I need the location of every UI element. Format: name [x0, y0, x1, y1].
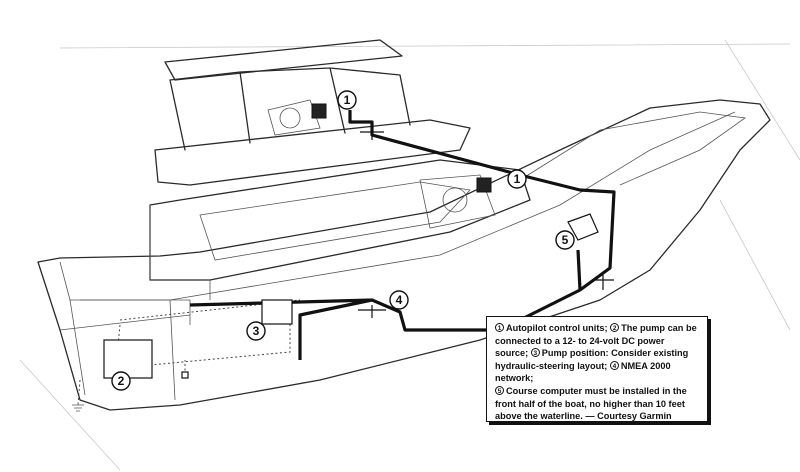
callout-2: 2 [111, 371, 131, 391]
hull-deck [69, 299, 176, 401]
junction-block [181, 371, 189, 379]
caption-num-3: 3 [530, 348, 540, 358]
caption-num-5: 5 [495, 385, 504, 395]
lower-control-unit [476, 177, 492, 193]
course-computer [567, 213, 599, 241]
caption-text-2: The pump can be connected to a 12- to 24… [495, 323, 697, 359]
helm-station-lower [419, 174, 496, 229]
callout-1-upper-number: 1 [344, 93, 351, 107]
callout-2-number: 2 [118, 374, 125, 388]
hull-outline [37, 99, 771, 411]
callout-1-upper: 1 [337, 90, 357, 110]
caption-num-1: 1 [495, 323, 504, 332]
upper-control-unit [311, 103, 327, 119]
upper-wheel [279, 107, 301, 129]
callout-3-number: 3 [253, 324, 260, 338]
caption-text-5: Course computer must be installed in the… [495, 385, 687, 422]
caption-num-2: 2 [610, 323, 620, 332]
caption-num-4: 4 [609, 360, 619, 370]
callout-1-lower: 1 [507, 169, 527, 189]
tower-frame [169, 67, 411, 151]
t-connector-upper [360, 128, 384, 140]
cabin-window [199, 181, 471, 261]
callout-4: 4 [389, 290, 409, 310]
caption-text-3: Pump position: Consider existing hydraul… [495, 348, 689, 371]
ground-symbol [72, 404, 84, 412]
cockpit-outline [59, 299, 191, 331]
power-wiring [77, 299, 301, 406]
guide-line [19, 39, 800, 471]
cabin-side [149, 205, 211, 300]
callout-5: 5 [555, 230, 575, 250]
bow-deck [519, 111, 747, 186]
pump-unit [261, 299, 293, 325]
battery-box [103, 339, 153, 379]
flybridge-deck [154, 119, 471, 186]
caption-text-4: NMEA 2000 network; [495, 360, 671, 384]
t-connector-mid [358, 305, 386, 318]
cabin-outline [149, 159, 531, 281]
tower-top [164, 39, 403, 81]
callout-1-lower-number: 1 [514, 172, 521, 186]
caption-text-1: Autopilot control units; [506, 323, 608, 333]
callout-4-number: 4 [396, 293, 403, 307]
t-connector-right [592, 275, 614, 290]
helm-station-upper [267, 99, 321, 136]
callout-3: 3 [246, 321, 266, 341]
callout-5-number: 5 [562, 233, 569, 247]
lower-wheel [442, 187, 468, 213]
hull-sheer [59, 111, 736, 301]
